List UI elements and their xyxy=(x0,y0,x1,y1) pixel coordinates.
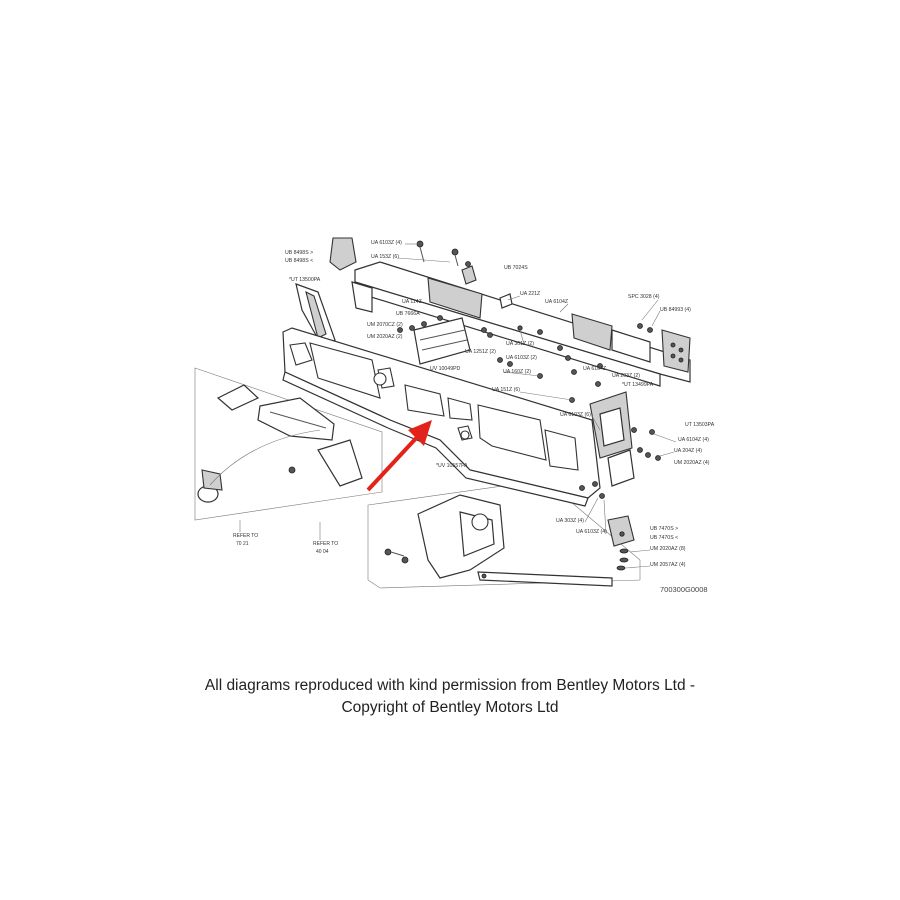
part-label: UA 6104Z xyxy=(583,366,606,372)
part-label: UA 114Z xyxy=(402,299,422,305)
part-label: UB 8498S > xyxy=(285,250,313,256)
part-label: UV 10049PD xyxy=(430,366,461,372)
left-inset-parts xyxy=(197,384,363,503)
red-pointer-arrow xyxy=(366,420,432,492)
part-label: UA 221Z xyxy=(520,291,540,297)
part-label: UA 301Z (2) xyxy=(506,341,534,347)
copyright-caption-line1: All diagrams reproduced with kind permis… xyxy=(204,677,696,694)
part-label: UA 6104Z xyxy=(545,299,568,305)
centre-mounting-bracket xyxy=(413,317,471,365)
part-label: UA 6103Z (4) xyxy=(576,529,607,535)
right-side-bracket xyxy=(589,391,635,487)
part-label: SPC 3028 (4) xyxy=(628,294,660,300)
refer-left-line1: REFER TO xyxy=(233,533,258,539)
part-label: UT 13503PA xyxy=(685,422,715,428)
part-label: *UT 13499PA xyxy=(622,382,654,388)
part-label: UA 203Z (2) xyxy=(612,373,640,379)
part-label: UA 1251Z (2) xyxy=(465,349,496,355)
part-label: UA 204Z (4) xyxy=(674,448,702,454)
drawing-number: 700300G0008 xyxy=(660,585,708,594)
part-label: UM 2020AZ (4) xyxy=(674,460,710,466)
part-label: UA 303Z (4) xyxy=(556,518,584,524)
part-label: UA 151Z (6) xyxy=(492,387,520,393)
part-label: UB 7666A xyxy=(396,311,420,317)
part-number-labels: UA 6103Z (4) UB 8498S > UB 8498S < UA 153Z … xyxy=(285,240,715,568)
part-label: UA 6103Z (2) xyxy=(506,355,537,361)
part-label: UM 2020AZ (2) xyxy=(367,334,403,340)
part-label: UM 2070CZ (2) xyxy=(367,322,403,328)
copyright-caption-line2: Copyright of Bentley Motors Ltd xyxy=(341,699,559,716)
refer-left-line2: 70 21 xyxy=(236,541,249,547)
refer-right-line1: REFER TO xyxy=(313,541,338,547)
part-label: *UT 13500PA xyxy=(289,277,321,283)
part-label: UM 2057AZ (4) xyxy=(650,562,686,568)
part-label: UB 7470S < xyxy=(650,535,678,541)
leader-lines xyxy=(239,243,677,569)
part-label: UB 8498S < xyxy=(285,258,313,264)
upper-support-rail xyxy=(329,237,691,387)
part-label: UA 6104Z (4) xyxy=(678,437,709,443)
dashboard-panel xyxy=(282,327,601,507)
part-label: UA 6103Z (6) xyxy=(560,412,591,418)
refer-right-line2: 40 04 xyxy=(316,549,329,555)
part-label: UB 7024S xyxy=(504,265,528,271)
part-label: *UV 10557PA xyxy=(436,463,468,469)
part-label: UB 84993 (4) xyxy=(660,307,691,313)
right-lower-bracket xyxy=(607,515,635,571)
part-label: UA 160Z (2) xyxy=(503,369,531,375)
left-inset-panel xyxy=(194,367,383,521)
part-label: UB 7470S > xyxy=(650,526,678,532)
bottom-inset-parts xyxy=(384,494,613,587)
part-label: UA 6103Z (4) xyxy=(371,240,402,246)
part-label: UM 2020AZ (8) xyxy=(650,546,686,552)
part-label: UA 153Z (6) xyxy=(371,254,399,260)
